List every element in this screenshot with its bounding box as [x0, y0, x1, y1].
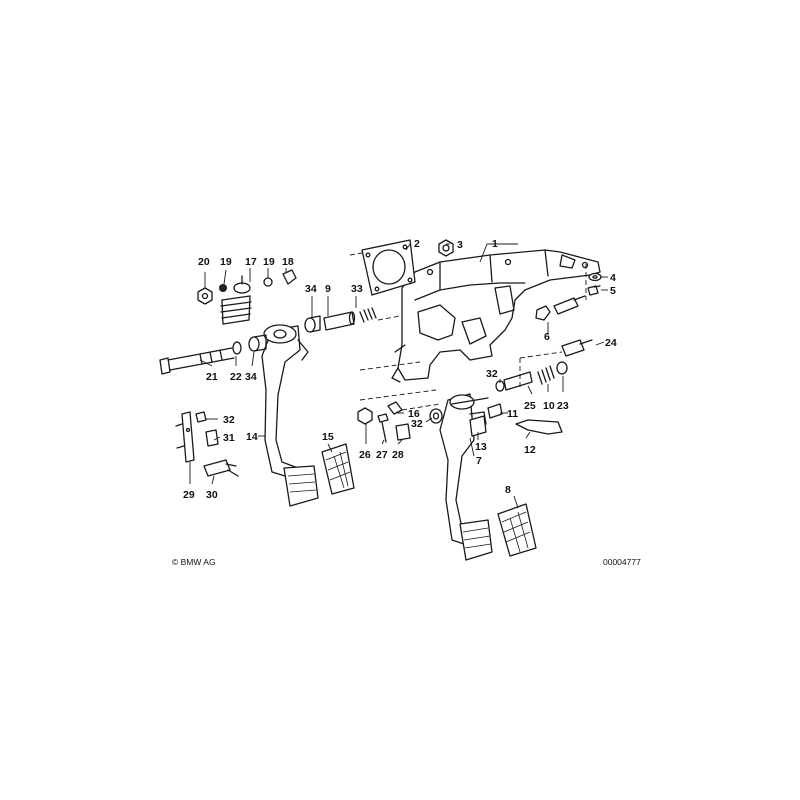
- callout-25: 25: [524, 400, 536, 412]
- bushing-32-lower: [429, 408, 443, 424]
- callout-34-lower: 34: [245, 371, 257, 383]
- shaft-9: [323, 311, 356, 331]
- pushrod-12: [515, 419, 563, 435]
- callout-30: 30: [206, 489, 218, 501]
- assembly-lines: [349, 252, 587, 411]
- bolt-27: [377, 413, 389, 443]
- gasket: [361, 239, 416, 296]
- bushing-34-left: [248, 334, 267, 352]
- callout-22: 22: [230, 371, 242, 383]
- switch-6: [535, 295, 586, 321]
- nut-3: [438, 239, 454, 257]
- callout-10: 10: [543, 400, 555, 412]
- callout-14: 14: [246, 431, 258, 443]
- bushing-34-right: [304, 315, 321, 333]
- callout-28: 28: [392, 449, 404, 461]
- pedal-pad-8: [497, 503, 537, 557]
- callout-7: 7: [476, 455, 482, 467]
- callout-1: 1: [492, 238, 498, 250]
- bolt-21: [159, 347, 235, 375]
- washer-19-left: [219, 284, 227, 292]
- callout-11: 11: [507, 408, 518, 420]
- callout-9: 9: [325, 283, 331, 295]
- nut-18: [282, 269, 297, 285]
- callout-32-left: 32: [223, 414, 235, 426]
- bolt-5: [587, 285, 601, 296]
- leader-lines: [189, 243, 608, 509]
- callout-4: 4: [610, 272, 616, 284]
- nut-20: [197, 287, 213, 305]
- spring-17: [220, 275, 252, 325]
- clip-16: [387, 401, 403, 415]
- callout-32-upper: 32: [486, 368, 498, 380]
- callout-34-upper: 34: [305, 283, 317, 295]
- switch-30: [203, 459, 239, 477]
- callout-20: 20: [198, 256, 210, 268]
- callout-24: 24: [605, 337, 617, 349]
- washer-4: [588, 272, 602, 282]
- callout-21: 21: [206, 371, 218, 383]
- cap-28: [395, 423, 411, 441]
- callout-5: 5: [610, 285, 616, 297]
- washer-19-right: [263, 277, 273, 287]
- spring-10: [537, 365, 555, 385]
- callout-labels: 1 2 3 4 5 6 7 8 9 10 11 12 13 14 15 16 1…: [183, 238, 617, 501]
- callout-27: 27: [376, 449, 388, 461]
- callout-19-left: 19: [220, 256, 232, 268]
- callout-2: 2: [414, 238, 420, 250]
- callout-13: 13: [475, 441, 487, 453]
- callout-31: 31: [223, 432, 235, 444]
- copyright-label: © BMW AG: [172, 557, 216, 567]
- pedal-pad-15: [321, 443, 355, 495]
- clutch-pedal: [261, 324, 319, 507]
- screw-32-left: [195, 411, 207, 423]
- drawing-number: 00004777: [603, 557, 641, 567]
- washer-22: [232, 341, 242, 355]
- callout-16: 16: [408, 408, 420, 420]
- callout-12: 12: [524, 444, 536, 456]
- spring-33: [359, 307, 377, 323]
- callout-32-lower: 32: [411, 418, 423, 430]
- callout-18: 18: [282, 256, 294, 268]
- callout-26: 26: [359, 449, 371, 461]
- callout-19-right: 19: [263, 256, 275, 268]
- nut-26: [357, 407, 373, 425]
- sensor-24: [561, 339, 593, 357]
- callout-8: 8: [505, 484, 511, 496]
- callout-23: 23: [557, 400, 569, 412]
- bracket-29: [175, 411, 195, 463]
- callout-17: 17: [245, 256, 257, 268]
- callout-29: 29: [183, 489, 195, 501]
- callout-15: 15: [322, 431, 334, 443]
- clip-31: [205, 429, 219, 447]
- callout-3: 3: [457, 239, 463, 251]
- bushing-23: [556, 361, 568, 375]
- sleeve-11: [451, 397, 503, 419]
- brake-pedal: [439, 393, 493, 561]
- shaft-25: [503, 371, 533, 391]
- callout-6: 6: [544, 331, 550, 343]
- pedal-bracket: [391, 249, 601, 383]
- callout-33: 33: [351, 283, 363, 295]
- clevis-13: [469, 415, 487, 437]
- footer: © BMW AG 00004777: [172, 557, 641, 567]
